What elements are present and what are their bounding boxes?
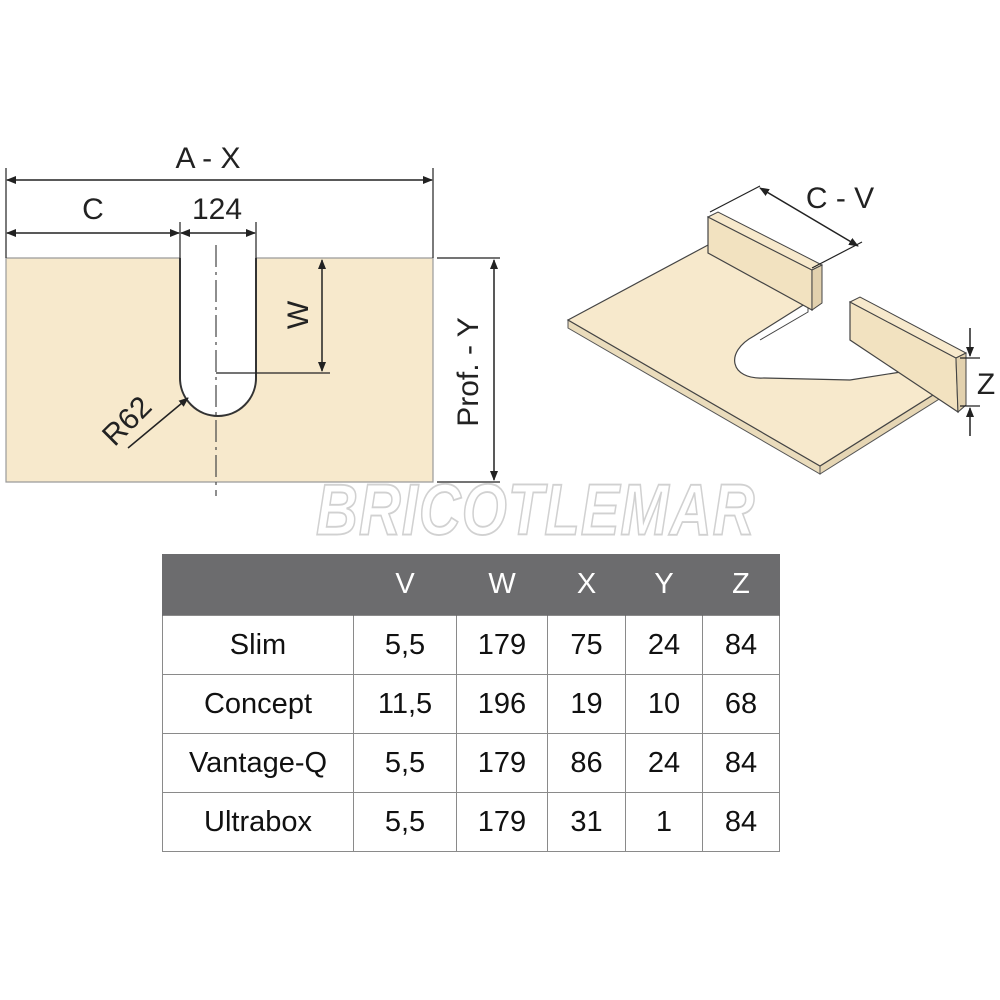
row-label: Vantage-Q — [162, 733, 354, 793]
header-cell: Z — [702, 554, 780, 616]
label-ax: A - X — [175, 142, 240, 175]
table-cell: 24 — [625, 733, 703, 793]
header-cell: X — [547, 554, 626, 616]
dimensions-table: V W X Y Z Slim 5,5 179 75 24 84 Concept … — [162, 554, 780, 852]
table-cell: 179 — [456, 733, 548, 793]
table-cell: 31 — [547, 792, 626, 852]
table-cell: 68 — [702, 674, 780, 734]
header-cell: W — [456, 554, 548, 616]
table-header-row: V W X Y Z — [162, 554, 780, 616]
table-row: Vantage-Q 5,5 179 86 24 84 — [162, 733, 780, 793]
table-cell: 5,5 — [353, 615, 457, 675]
table-cell: 5,5 — [353, 792, 457, 852]
table-cell: 19 — [547, 674, 626, 734]
row-label: Concept — [162, 674, 354, 734]
table-cell: 5,5 — [353, 733, 457, 793]
header-cell: Y — [625, 554, 703, 616]
panel-outline — [5, 257, 434, 483]
table-cell: 196 — [456, 674, 548, 734]
label-z: Z — [977, 368, 995, 401]
label-124: 124 — [192, 193, 242, 226]
table-row: Slim 5,5 179 75 24 84 — [162, 615, 780, 675]
table-cell: 84 — [702, 615, 780, 675]
flat-view: A - X C 124 W R62 Prof. - Y — [5, 142, 500, 496]
table-cell: 75 — [547, 615, 626, 675]
table-cell: 11,5 — [353, 674, 457, 734]
table-row: Ultrabox 5,5 179 31 1 84 — [162, 792, 780, 852]
table-cell: 84 — [702, 792, 780, 852]
header-cell — [162, 554, 354, 616]
brand-watermark: BRICOTLEMAR — [315, 468, 756, 551]
table-cell: 84 — [702, 733, 780, 793]
header-cell: V — [353, 554, 457, 616]
r62-leader — [127, 397, 189, 449]
table-cell: 24 — [625, 615, 703, 675]
dim-line-cv — [759, 187, 859, 247]
row-label: Slim — [162, 615, 354, 675]
table-cell: 179 — [456, 792, 548, 852]
table-cell: 179 — [456, 615, 548, 675]
row-label: Ultrabox — [162, 792, 354, 852]
label-c: C — [82, 193, 104, 226]
slot-edge — [179, 258, 257, 417]
table-row: Concept 11,5 196 19 10 68 — [162, 674, 780, 734]
label-w: W — [282, 300, 315, 329]
table-cell: 86 — [547, 733, 626, 793]
label-prof-y: Prof. - Y — [452, 317, 485, 426]
label-cv: C - V — [806, 182, 874, 215]
iso-view: C - V Z — [566, 182, 995, 475]
table-cell: 10 — [625, 674, 703, 734]
table-cell: 1 — [625, 792, 703, 852]
